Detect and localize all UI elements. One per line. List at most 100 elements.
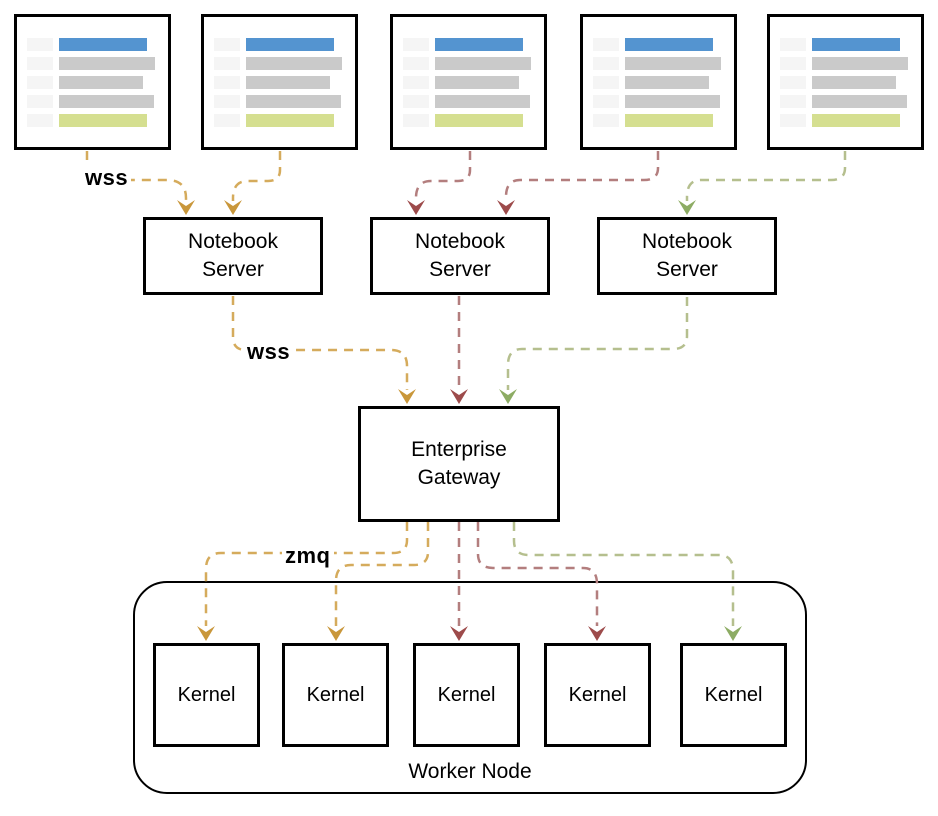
thumbnail-sidebar-cell: [593, 114, 619, 127]
kernel-label: Kernel: [177, 683, 236, 706]
thumbnail-row: [214, 95, 355, 108]
edge-server3-gateway: [506, 297, 689, 390]
worker-node-label: Worker Node: [408, 760, 532, 783]
thumbnail-cell-bar: [59, 114, 147, 127]
thumbnail-sidebar-cell: [593, 38, 619, 51]
thumbnail-text-bar: [246, 76, 330, 89]
arrowhead-client1-server1: [177, 200, 195, 215]
thumbnail-row: [403, 114, 544, 127]
notebook-server-node-2: Notebook Server: [370, 217, 550, 295]
kernel-node-2: Kernel: [282, 643, 389, 747]
thumbnail-sidebar-cell: [27, 76, 53, 89]
kernel-label: Kernel: [568, 683, 627, 706]
thumbnail-sidebar-cell: [780, 95, 806, 108]
thumbnail-title-bar: [246, 38, 334, 51]
thumbnail-sidebar-cell: [593, 57, 619, 70]
kernel-label: Kernel: [306, 683, 365, 706]
thumbnail-text-bar: [59, 57, 155, 70]
edge-client2-server1: [231, 151, 282, 201]
thumbnail-text-bar: [812, 57, 908, 70]
notebook-client-thumbnail: [14, 14, 171, 150]
kernel-label: Kernel: [437, 683, 496, 706]
thumbnail-row: [780, 114, 921, 127]
kernel-node-5: Kernel: [680, 643, 787, 747]
thumbnail-text-bar: [812, 76, 896, 89]
thumbnail-sidebar-cell: [593, 76, 619, 89]
thumbnail-sidebar-cell: [780, 114, 806, 127]
thumbnail-text-bar: [246, 57, 342, 70]
thumbnail-row: [593, 114, 734, 127]
thumbnail-text-bar: [246, 95, 341, 108]
thumbnail-cell-bar: [246, 114, 334, 127]
thumbnail-sidebar-cell: [214, 95, 240, 108]
thumbnail-text-bar: [59, 95, 154, 108]
notebook-server-label: Notebook Server: [188, 230, 278, 281]
thumbnail-row: [780, 76, 921, 89]
thumbnail-sidebar-cell: [27, 95, 53, 108]
thumbnail-sidebar-cell: [214, 76, 240, 89]
arrowhead-client5-server3: [678, 200, 696, 215]
notebook-server-label: Notebook Server: [642, 230, 732, 281]
notebook-client-thumbnail: [390, 14, 547, 150]
edge-label-zmq: zmq: [282, 543, 334, 569]
thumbnail-sidebar-cell: [593, 95, 619, 108]
thumbnail-row: [214, 114, 355, 127]
arrowhead-client2-server1: [224, 200, 242, 215]
thumbnail-sidebar-cell: [403, 38, 429, 51]
thumbnail-row: [27, 114, 168, 127]
notebook-server-label: Notebook Server: [415, 230, 505, 281]
thumbnail-text-bar: [625, 95, 720, 108]
thumbnail-sidebar-cell: [214, 114, 240, 127]
thumbnail-row: [593, 57, 734, 70]
kernel-node-4: Kernel: [544, 643, 651, 747]
thumbnail-text-bar: [435, 95, 530, 108]
thumbnail-row: [403, 95, 544, 108]
thumbnail-sidebar-cell: [403, 95, 429, 108]
thumbnail-sidebar-cell: [780, 57, 806, 70]
thumbnail-text-bar: [625, 57, 721, 70]
thumbnail-title-bar: [435, 38, 523, 51]
thumbnail-row: [403, 38, 544, 51]
thumbnail-row: [214, 76, 355, 89]
notebook-server-node-3: Notebook Server: [597, 217, 777, 295]
arrowhead-server1-gateway: [398, 389, 416, 404]
thumbnail-cell-bar: [435, 114, 523, 127]
edge-label-wss-clients: wss: [82, 165, 132, 191]
notebook-client-thumbnail: [580, 14, 737, 150]
thumbnail-title-bar: [812, 38, 900, 51]
thumbnail-sidebar-cell: [214, 57, 240, 70]
thumbnail-title-bar: [59, 38, 147, 51]
thumbnail-row: [214, 38, 355, 51]
thumbnail-text-bar: [435, 57, 531, 70]
notebook-client-thumbnail: [201, 14, 358, 150]
edge-label-wss-gateway: wss: [244, 339, 294, 365]
thumbnail-text-bar: [625, 76, 709, 89]
notebook-server-node-1: Notebook Server: [143, 217, 323, 295]
arrowhead-client3-server2: [407, 200, 425, 215]
arrowhead-server3-gateway: [499, 389, 517, 404]
enterprise-gateway-label: Enterprise Gateway: [411, 438, 507, 489]
thumbnail-row: [780, 95, 921, 108]
thumbnail-row: [27, 76, 168, 89]
kernel-node-1: Kernel: [153, 643, 260, 747]
thumbnail-sidebar-cell: [403, 76, 429, 89]
thumbnail-row: [593, 76, 734, 89]
thumbnail-text-bar: [435, 76, 519, 89]
thumbnail-row: [780, 38, 921, 51]
edge-client4-server2: [504, 151, 660, 201]
thumbnail-row: [214, 57, 355, 70]
thumbnail-cell-bar: [812, 114, 900, 127]
thumbnail-row: [27, 57, 168, 70]
arrowhead-client4-server2: [497, 200, 515, 215]
notebook-client-thumbnail: [767, 14, 924, 150]
thumbnail-sidebar-cell: [27, 114, 53, 127]
thumbnail-sidebar-cell: [780, 76, 806, 89]
thumbnail-row: [27, 38, 168, 51]
thumbnail-text-bar: [812, 95, 907, 108]
kernel-label: Kernel: [704, 683, 763, 706]
thumbnail-sidebar-cell: [403, 114, 429, 127]
enterprise-gateway-node: Enterprise Gateway: [358, 406, 560, 522]
thumbnail-title-bar: [625, 38, 713, 51]
edge-client3-server2: [414, 151, 472, 201]
